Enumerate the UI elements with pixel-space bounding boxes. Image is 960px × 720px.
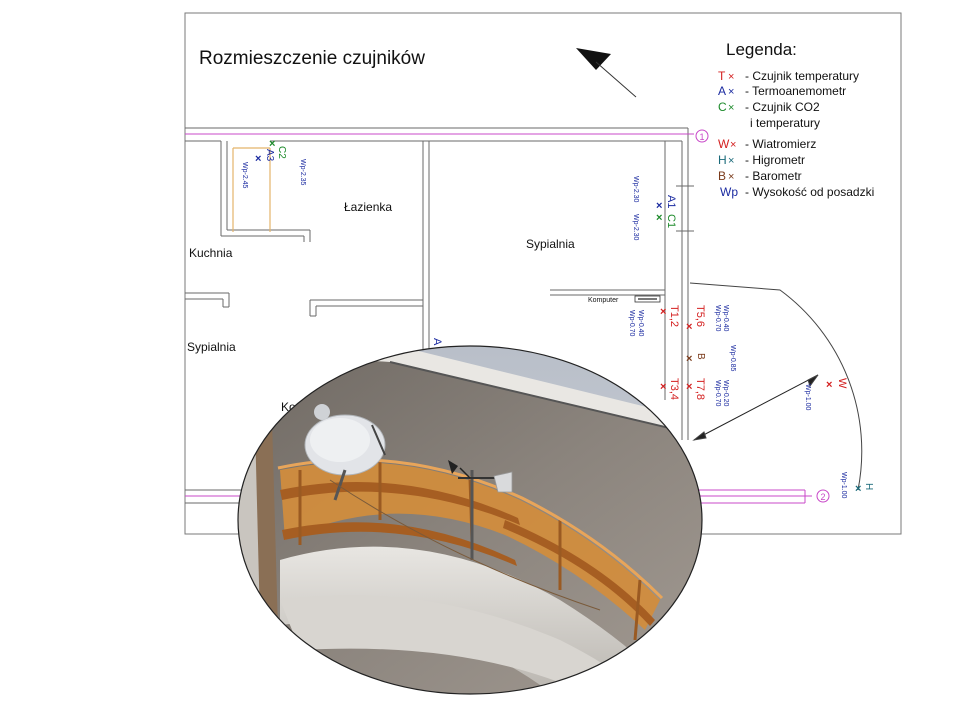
computer-icon: Komputer xyxy=(588,295,661,304)
sensor-t12: × T1,2 Wp-0.40 Wp-0.70 xyxy=(628,305,680,337)
svg-text:Komputer: Komputer xyxy=(588,297,619,304)
svg-text:Wp-0.40: Wp-0.40 xyxy=(637,310,644,337)
svg-text:H: H xyxy=(863,483,874,490)
balcony-outline xyxy=(689,282,863,491)
svg-text:T1,2: T1,2 xyxy=(668,305,680,327)
legend-item-barometer: B × - Barometr xyxy=(718,169,802,183)
svg-text:B: B xyxy=(718,169,726,183)
room-label-sypialnia-left: Sypialnia xyxy=(187,340,236,354)
svg-text:×: × xyxy=(728,155,734,167)
north-arrow-icon xyxy=(576,48,637,98)
svg-text:Wp-0.70: Wp-0.70 xyxy=(628,310,635,337)
svg-text:×: × xyxy=(826,379,832,391)
sensor-c2: × C2 Wp-2.35 xyxy=(269,138,306,186)
svg-text:×: × xyxy=(728,86,734,98)
svg-text:2: 2 xyxy=(820,492,825,502)
svg-text:- Wysokość od posadzki: - Wysokość od posadzki xyxy=(745,185,874,199)
svg-text:C1: C1 xyxy=(665,214,677,228)
svg-text:×: × xyxy=(255,153,261,165)
svg-text:C: C xyxy=(718,100,727,114)
svg-text:×: × xyxy=(660,381,666,393)
svg-text:Wp-2.45: Wp-2.45 xyxy=(241,162,248,189)
svg-text:Wp-1.00: Wp-1.00 xyxy=(840,472,847,499)
sensor-a1-c1: × × A1 C1 Wp-2.30 Wp-2.30 xyxy=(632,176,677,241)
photo-border xyxy=(237,345,703,695)
svg-text:- Wiatromierz: - Wiatromierz xyxy=(745,137,816,151)
svg-text:×: × xyxy=(686,353,692,365)
sensor-a-partial: A xyxy=(431,338,443,346)
room-label-lazienka: Łazienka xyxy=(344,200,392,214)
svg-text:C2: C2 xyxy=(276,146,287,159)
svg-text:Wp-2.30: Wp-2.30 xyxy=(632,214,639,241)
svg-text:×: × xyxy=(730,139,736,151)
svg-text:T5,6: T5,6 xyxy=(694,305,706,327)
svg-text:A3: A3 xyxy=(264,149,275,162)
legend-item-wind: W × - Wiatromierz xyxy=(718,137,816,151)
svg-text:- Termoanemometr: - Termoanemometr xyxy=(745,84,846,98)
svg-text:Wp: Wp xyxy=(720,185,738,199)
svg-text:×: × xyxy=(855,483,861,495)
svg-text:1: 1 xyxy=(699,132,704,142)
svg-text:Wp-2.30: Wp-2.30 xyxy=(632,176,639,203)
axis-marker-2: 2 xyxy=(816,489,830,503)
svg-text:T7,8: T7,8 xyxy=(694,378,706,400)
svg-text:Wp-1.00: Wp-1.00 xyxy=(804,384,811,411)
legend-item-hygrometer: H × - Higrometr xyxy=(718,153,805,167)
svg-text:×: × xyxy=(728,71,734,83)
svg-text:Wp-0.20: Wp-0.20 xyxy=(722,380,729,407)
svg-text:×: × xyxy=(686,321,692,333)
svg-text:Wp-0.40: Wp-0.40 xyxy=(722,305,729,332)
svg-text:×: × xyxy=(656,200,662,212)
svg-text:Wp-0.70: Wp-0.70 xyxy=(714,380,721,407)
svg-text:×: × xyxy=(269,138,275,150)
svg-text:T3,4: T3,4 xyxy=(668,378,680,400)
legend-heading: Legenda: xyxy=(726,40,797,59)
svg-text:A: A xyxy=(431,338,443,346)
room-label-kuchnia: Kuchnia xyxy=(189,246,233,260)
svg-text:×: × xyxy=(656,212,662,224)
svg-text:- Czujnik temperatury: - Czujnik temperatury xyxy=(745,69,859,83)
sensor-b: × B Wp-0.85 xyxy=(686,345,736,372)
svg-text:B: B xyxy=(695,353,706,360)
legend-item-temperature: T × - Czujnik temperatury xyxy=(718,69,859,83)
page-title: Rozmieszczenie czujników xyxy=(199,48,425,69)
svg-text:×: × xyxy=(660,306,666,318)
sensor-t34: × T3,4 xyxy=(660,378,680,400)
svg-text:W: W xyxy=(718,137,730,151)
svg-text:A: A xyxy=(718,84,726,98)
svg-text:- Czujnik CO2: - Czujnik CO2 xyxy=(745,100,820,114)
legend: Legenda: T × - Czujnik temperatury A × -… xyxy=(718,40,874,199)
axis-marker-1: 1 xyxy=(695,129,709,143)
svg-text:×: × xyxy=(686,381,692,393)
svg-text:- Barometr: - Barometr xyxy=(745,169,802,183)
legend-item-height: Wp - Wysokość od posadzki xyxy=(720,185,874,199)
svg-text:×: × xyxy=(728,102,734,114)
room-label-sypialnia-right: Sypialnia xyxy=(526,237,575,251)
legend-item-anemometer: A × - Termoanemometr xyxy=(718,84,846,98)
svg-text:Wp-0.85: Wp-0.85 xyxy=(729,345,736,372)
legend-item-co2: C × - Czujnik CO2 i temperatury xyxy=(718,100,820,130)
svg-text:Wp-0.70: Wp-0.70 xyxy=(714,305,721,332)
sensor-w: × W Wp-1.00 xyxy=(804,378,848,411)
svg-text:A1: A1 xyxy=(665,195,677,208)
svg-text:i temperatury: i temperatury xyxy=(750,116,820,130)
svg-text:Wp-2.35: Wp-2.35 xyxy=(299,159,306,186)
door-outline xyxy=(232,147,271,232)
svg-text:- Higrometr: - Higrometr xyxy=(745,153,805,167)
sensor-t56: × T5,6 Wp-0.40 Wp-0.70 xyxy=(686,305,729,333)
sensor-a3: × A3 Wp-2.45 xyxy=(241,149,275,189)
svg-text:T: T xyxy=(718,69,726,83)
sensor-h: × H Wp-1.00 xyxy=(840,472,874,499)
balcony-photo xyxy=(238,346,702,694)
svg-text:W: W xyxy=(836,378,848,389)
svg-text:×: × xyxy=(728,171,734,183)
sensor-t78: × T7,8 Wp-0.20 Wp-0.70 xyxy=(686,378,729,407)
svg-text:H: H xyxy=(718,153,727,167)
